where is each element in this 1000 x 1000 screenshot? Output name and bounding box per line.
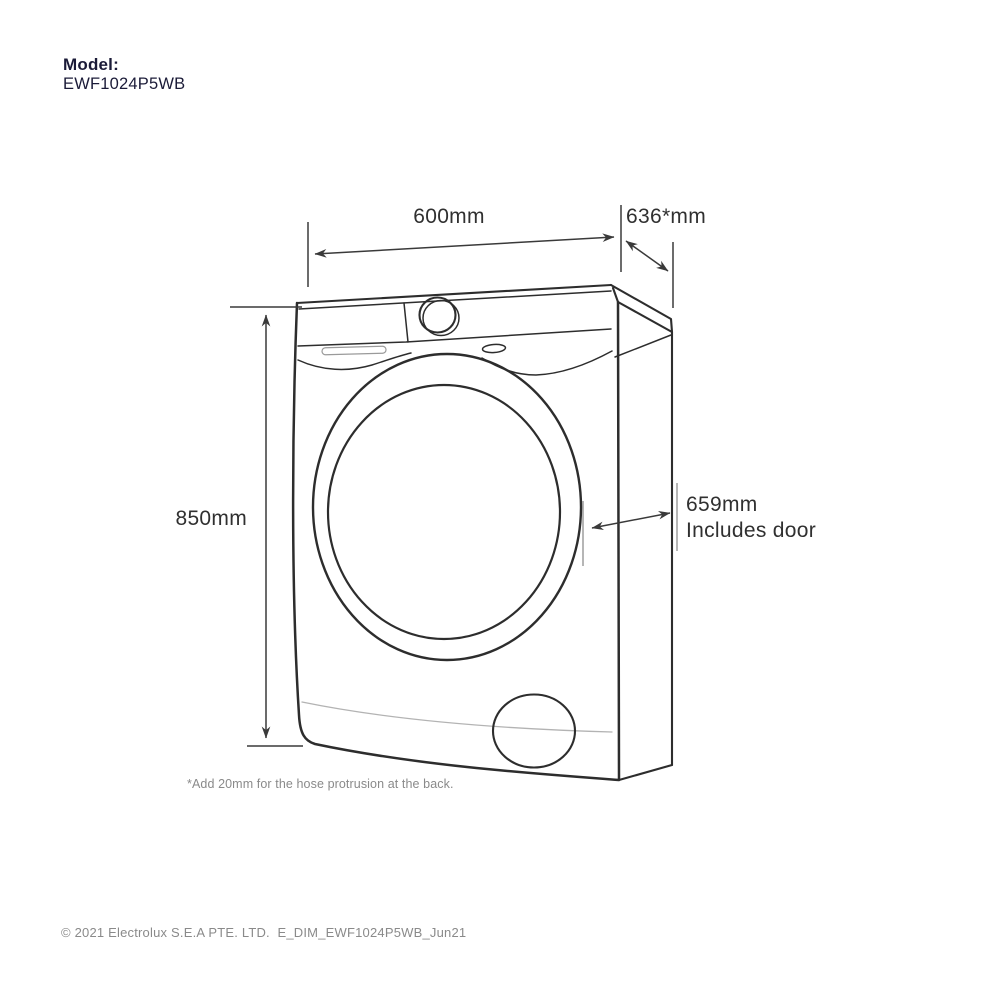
dim-door-659-arrow xyxy=(582,483,678,566)
pump-filter-cap xyxy=(491,693,577,769)
dimension-depth-label: 636*mm xyxy=(626,205,706,228)
machine-top-panel xyxy=(295,283,674,334)
model-label: Model: xyxy=(63,55,119,74)
dimension-height-label: 850mm xyxy=(175,507,247,530)
dimension-door-depth-note: Includes door xyxy=(686,519,816,542)
copyright-footer: © 2021 Electrolux S.E.A PTE. LTD. E_DIM_… xyxy=(61,925,467,940)
control-knob-icon xyxy=(418,296,460,337)
machine-front-panel xyxy=(291,300,621,782)
dim-depth-636-arrow xyxy=(625,240,674,308)
dimension-door-depth-label: 659mm Includes door xyxy=(686,492,816,544)
panel-indicator-slot xyxy=(481,343,507,354)
detergent-drawer xyxy=(321,345,387,356)
machine-door xyxy=(311,352,583,662)
dimension-door-depth-value: 659mm xyxy=(686,493,758,516)
dimension-width-label: 600mm xyxy=(413,205,485,228)
machine-side-panel xyxy=(614,330,674,782)
hose-footnote: *Add 20mm for the hose protrusion at the… xyxy=(187,777,454,791)
model-number: EWF1024P5WB xyxy=(63,75,186,93)
dim-height-850-arrow xyxy=(230,306,303,747)
dim-width-600-arrow xyxy=(307,205,622,287)
model-block: Model: EWF1024P5WB xyxy=(63,55,185,94)
